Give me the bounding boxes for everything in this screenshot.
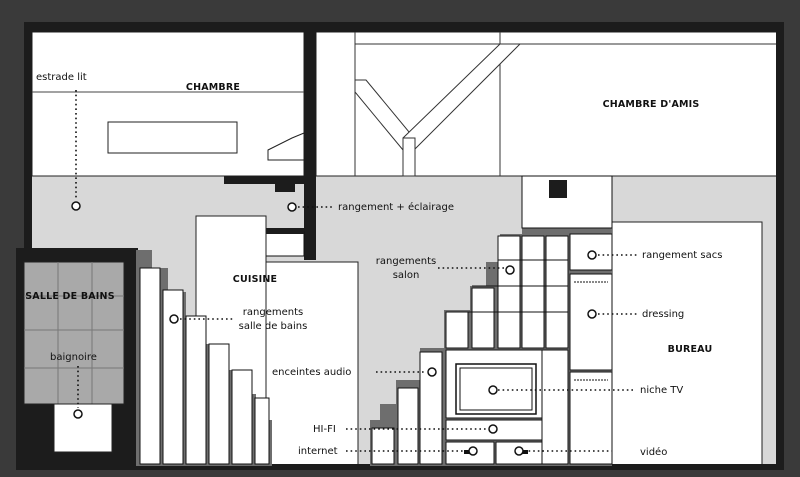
label-baignoire: baignoire [50, 352, 97, 363]
marker-hifi [488, 424, 498, 434]
label-dressing: dressing [642, 309, 684, 320]
room-chambre: CHAMBRE [186, 82, 240, 93]
marker-rangement-eclairage [287, 202, 297, 212]
label-rangement-eclairage: rangement + éclairage [338, 201, 454, 213]
marker-dressing [587, 309, 597, 319]
marker-video [514, 446, 524, 456]
right-stair-storage [370, 175, 613, 466]
label-rangements-sdb-2: salle de bains [239, 321, 308, 332]
marker-rangements-sdb [169, 314, 179, 324]
salle-de-bains [16, 248, 130, 470]
room-bureau: BUREAU [668, 344, 713, 355]
rangement-eclairage-box [265, 231, 305, 257]
left-stair-storage [128, 248, 272, 466]
marker-niche-tv [488, 385, 498, 395]
label-video: vidéo [640, 446, 667, 458]
label-internet: internet [298, 446, 338, 457]
bathtub [53, 403, 113, 453]
room-chambre-amis: CHAMBRE D'AMIS [603, 99, 700, 110]
marker-estrade-lit [71, 201, 81, 211]
room-cuisine: CUISINE [233, 274, 277, 285]
label-rangements-salon-2: salon [393, 270, 420, 281]
chambre-wall [224, 176, 304, 184]
bureau-room [611, 221, 763, 467]
top-wall [304, 22, 784, 32]
label-rangement-sacs: rangement sacs [642, 250, 722, 261]
bed-platform [107, 121, 238, 154]
chambre-room [31, 31, 305, 177]
marker-rangements-salon [505, 265, 515, 275]
label-estrade-lit: estrade lit [36, 72, 87, 83]
marker-baignoire [73, 409, 83, 419]
marker-enceintes-audio [427, 367, 437, 377]
label-rangements-salon-1: rangements [376, 256, 436, 267]
room-salle-de-bains: SALLE DE BAINS [25, 291, 115, 302]
label-hifi: HI-FI [313, 424, 336, 435]
label-rangements-sdb-1: rangements [243, 307, 303, 318]
label-enceintes-audio: enceintes audio [272, 367, 351, 378]
center-wall [304, 28, 316, 260]
marker-rangement-sacs [587, 250, 597, 260]
marker-internet [468, 446, 478, 456]
label-niche-tv: niche TV [640, 385, 683, 396]
chambre-amis-room [315, 31, 779, 177]
